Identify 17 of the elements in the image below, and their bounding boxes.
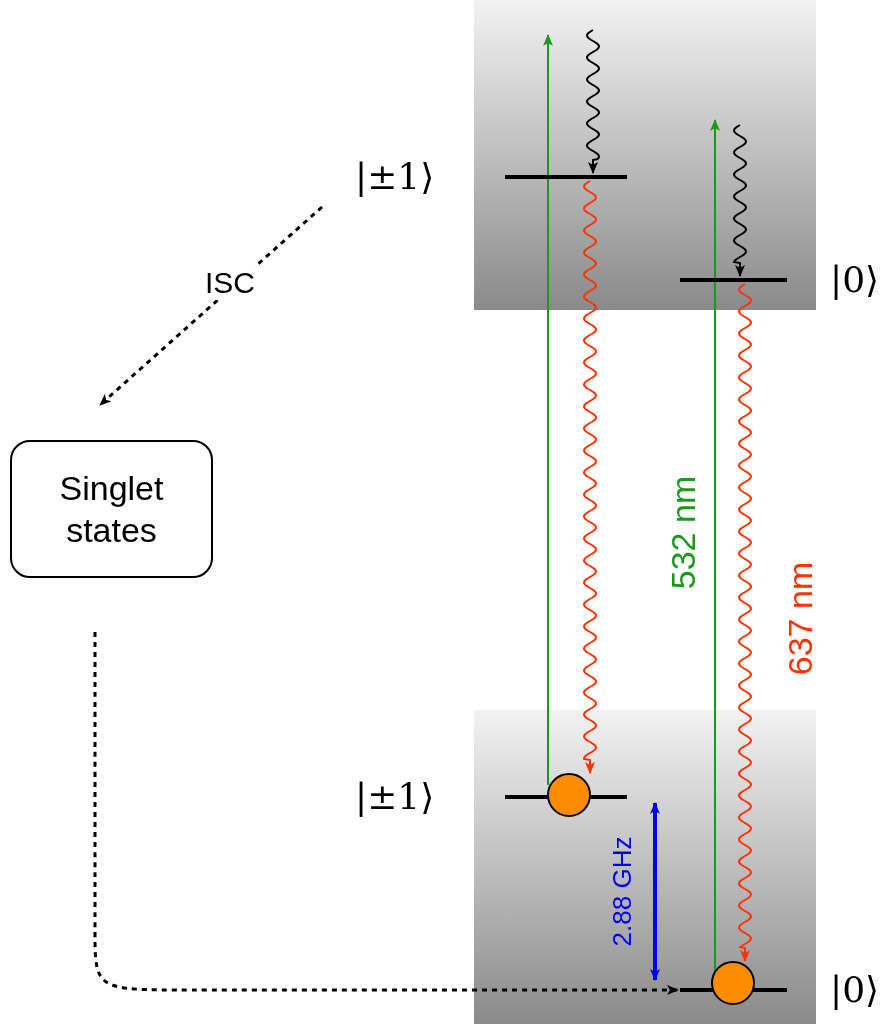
dotted-arrow — [93, 632, 679, 995]
state-label: |0⟩ — [830, 260, 880, 300]
rotated-label: 637 nm — [780, 561, 820, 675]
arrow — [543, 34, 553, 786]
state-label: |0⟩ — [830, 970, 880, 1010]
wavy-arrow — [738, 283, 752, 962]
wavy-arrow — [586, 29, 600, 174]
arrow — [650, 802, 660, 981]
wavy-arrow — [732, 124, 747, 277]
edge-label: 2.88 GHz — [607, 836, 639, 947]
state-label: |±1⟩ — [355, 777, 435, 817]
wavy-arrow — [583, 180, 597, 774]
rotated-label: 532 nm — [663, 475, 703, 589]
state-name: Singlet states — [58, 468, 165, 551]
state-box — [10, 440, 213, 578]
state-label: |±1⟩ — [355, 157, 435, 197]
dotted-arrow — [99, 205, 323, 407]
